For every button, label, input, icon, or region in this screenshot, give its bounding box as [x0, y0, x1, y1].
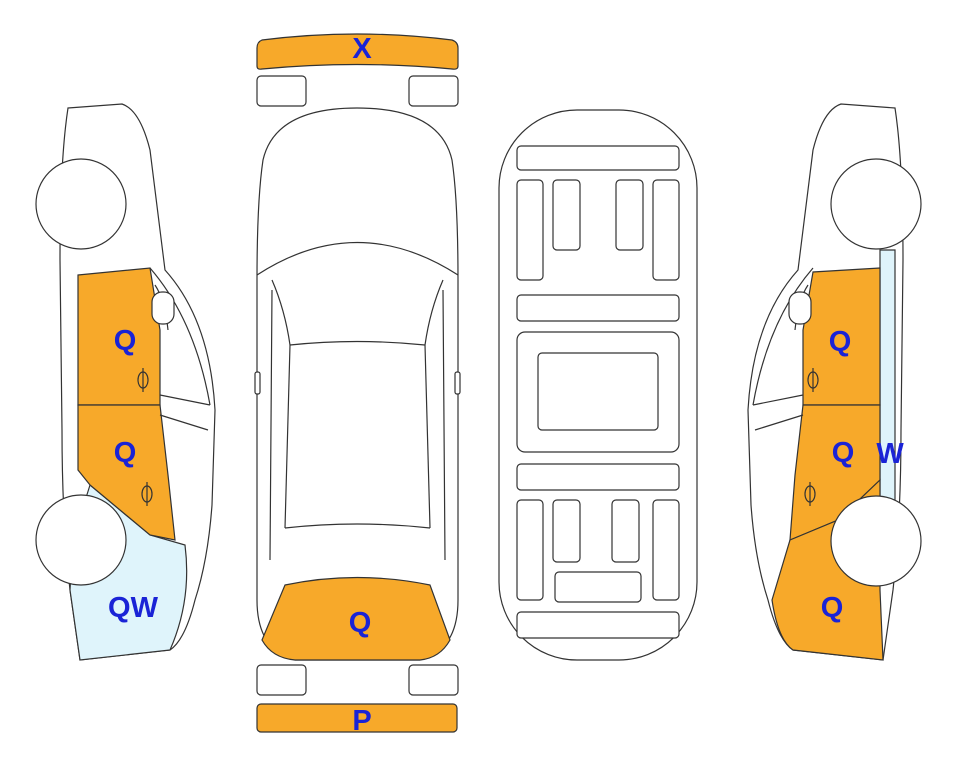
left-front-door-panel [77, 267, 161, 406]
left-window-line [149, 267, 211, 431]
underbody-front-bar [516, 145, 680, 171]
underbody-cross-bar-2 [516, 463, 680, 491]
right-front-door-label: Q [829, 326, 852, 358]
right-rear-wheel [830, 495, 922, 587]
right-rear-pillar-label: W [876, 438, 904, 470]
underbody-cross-bar-1 [516, 294, 680, 322]
left-front-door-handle [137, 368, 149, 392]
front-right-headlight [408, 75, 459, 107]
right-rear-quarter-label: Q [821, 592, 844, 624]
left-rear-wheel [35, 494, 127, 586]
top-windshield [256, 241, 459, 346]
right-side-view [747, 103, 922, 661]
underbody-rear-right-cell [611, 499, 640, 563]
right-rear-door-handle [804, 482, 816, 506]
front-bumper-label: X [352, 33, 372, 65]
right-front-wheel [830, 158, 922, 250]
left-front-wheel [35, 158, 127, 250]
rear-bumper-label: P [352, 705, 371, 737]
left-rear-door-label: Q [114, 437, 137, 469]
rear-bumper-panel [256, 703, 458, 733]
left-rear-door-handle [141, 482, 153, 506]
rear-right-taillight [408, 664, 459, 696]
underbody-view [498, 109, 698, 661]
right-front-door-panel [802, 267, 881, 406]
front-left-headlight [256, 75, 307, 107]
right-rear-door-label: Q [832, 437, 855, 469]
underbody-mid-panel [537, 352, 659, 431]
front-bumper-panel [256, 33, 459, 70]
right-front-door-handle [807, 368, 819, 392]
top-left-mirror [254, 371, 261, 395]
right-mirror [788, 291, 812, 325]
left-mirror [151, 291, 175, 325]
underbody-rear-left-cell [552, 499, 581, 563]
underbody-rear-bar [516, 611, 680, 639]
rear-left-taillight [256, 664, 307, 696]
top-rear-panel [261, 576, 451, 661]
damage-labels: X P Q Q Q QW Q Q W Q [108, 33, 904, 737]
top-roof [269, 289, 446, 561]
underbody-front-right-rail [652, 179, 680, 281]
underbody-front-left-rail [516, 179, 544, 281]
left-rear-quarter-label: QW [108, 592, 159, 624]
underbody-rear-center [554, 571, 642, 603]
underbody-rear-left-rail [516, 499, 544, 601]
top-view [254, 33, 461, 733]
underbody-front-left-cell [552, 179, 581, 251]
top-right-mirror [454, 371, 461, 395]
underbody-front-right-cell [615, 179, 644, 251]
left-side-view [35, 103, 216, 661]
top-rear-panel-label: Q [349, 607, 372, 639]
right-window-line [752, 267, 814, 431]
left-rear-door-panel [77, 404, 176, 541]
underbody-rear-right-rail [652, 499, 680, 601]
left-front-door-label: Q [114, 325, 137, 357]
